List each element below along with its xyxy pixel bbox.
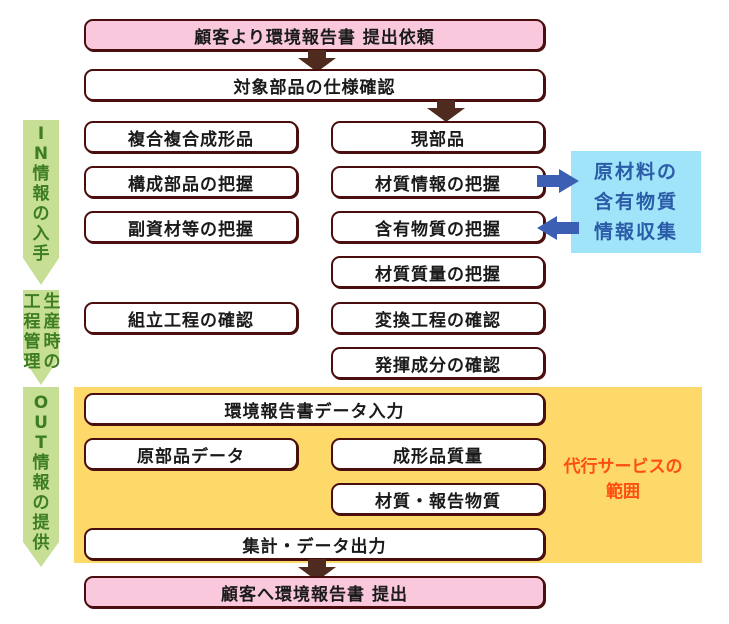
assembly-process-box: 組立工程の確認 bbox=[84, 302, 298, 334]
label-char: 情 bbox=[32, 164, 50, 184]
contained-substances-box: 含有物質の把握 bbox=[331, 211, 545, 243]
down-arrow-icon bbox=[298, 559, 336, 585]
production-col1: 工 程 管 理 bbox=[22, 292, 42, 372]
label-char: 情 bbox=[32, 453, 50, 473]
material-substances-box: 材質・報告物質 bbox=[331, 483, 545, 515]
material-info-box: 材質情報の把握 bbox=[331, 166, 545, 198]
label-char: O bbox=[33, 393, 49, 413]
out-phase-label: O U T 情 報 の 提 供 bbox=[23, 393, 59, 553]
production-col2: 生 産 時 の bbox=[42, 292, 62, 372]
original-part-box: 現部品 bbox=[331, 121, 545, 153]
service-scope-label: 代行サービスの 範囲 bbox=[548, 455, 698, 505]
production-phase-arrow bbox=[23, 290, 59, 385]
material-mass-box: 材質質量の把握 bbox=[331, 256, 545, 288]
label-char: の bbox=[32, 493, 50, 513]
request-start-box: 顧客より環境報告書 提出依頼 bbox=[84, 19, 545, 51]
label-char: 時 bbox=[43, 332, 61, 352]
label-char: の bbox=[32, 204, 50, 224]
label-char: 管 bbox=[23, 332, 41, 352]
in-phase-arrow bbox=[23, 120, 59, 285]
report-submission-box: 顧客へ環境報告書 提出 bbox=[84, 576, 545, 608]
right-arrow-icon bbox=[537, 169, 579, 197]
component-parts-box: 構成部品の把握 bbox=[84, 166, 298, 198]
label-char: 工 bbox=[23, 292, 41, 312]
info-line: 含有物質 bbox=[593, 191, 678, 213]
label-char: 供 bbox=[32, 533, 50, 553]
conversion-process-box: 変換工程の確認 bbox=[331, 302, 545, 334]
label-char: 程 bbox=[23, 312, 41, 332]
left-arrow-icon bbox=[537, 216, 579, 244]
raw-material-info-box: 原材料の 含有物質 情報収集 bbox=[571, 151, 701, 253]
info-line: 情報収集 bbox=[593, 221, 678, 243]
label-char: T bbox=[35, 433, 47, 453]
label-char: N bbox=[33, 144, 49, 164]
label-char: 理 bbox=[23, 352, 41, 372]
out-phase-arrow bbox=[23, 387, 59, 567]
production-phase-label: 工 程 管 理 生 産 時 の bbox=[22, 292, 62, 372]
label-char: の bbox=[43, 352, 61, 372]
label-char: I bbox=[37, 124, 45, 144]
report-data-input-box: 環境報告書データ入力 bbox=[84, 393, 545, 425]
label-char: 報 bbox=[32, 184, 50, 204]
label-char: 報 bbox=[32, 473, 50, 493]
label-char: 生 bbox=[43, 292, 61, 312]
in-phase-label: I N 情 報 の 入 手 bbox=[23, 124, 59, 264]
spec-check-box: 対象部品の仕様確認 bbox=[84, 69, 545, 101]
down-arrow-icon bbox=[427, 100, 465, 126]
molded-mass-box: 成形品質量 bbox=[331, 438, 545, 470]
auxiliary-materials-box: 副資材等の把握 bbox=[84, 211, 298, 243]
service-line: 代行サービスの bbox=[563, 457, 683, 477]
info-line: 原材料の bbox=[593, 161, 678, 183]
original-parts-data-box: 原部品データ bbox=[84, 438, 298, 470]
label-char: 手 bbox=[32, 244, 50, 264]
label-char: U bbox=[34, 413, 48, 433]
volatile-components-box: 発揮成分の確認 bbox=[331, 347, 545, 379]
label-char: 入 bbox=[32, 224, 50, 244]
label-char: 提 bbox=[32, 513, 50, 533]
label-char: 産 bbox=[43, 312, 61, 332]
composite-molded-part-box: 複合複合成形品 bbox=[84, 121, 298, 153]
service-line: 範囲 bbox=[606, 482, 640, 502]
down-arrow-icon bbox=[298, 50, 336, 76]
aggregate-output-box: 集計・データ出力 bbox=[84, 528, 545, 560]
